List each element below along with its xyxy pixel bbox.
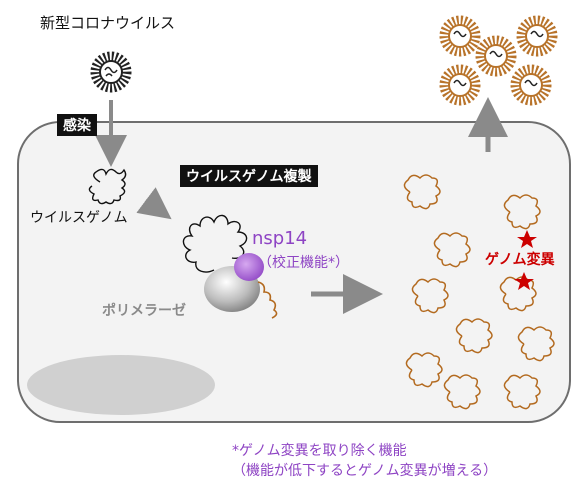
- viral-genome-label: ウイルスゲノム: [30, 210, 128, 226]
- viral-genome-squiggle: [88, 168, 127, 205]
- rna-copy: [503, 194, 541, 230]
- cell-nucleus: [27, 355, 215, 415]
- released-virus-icon: [516, 15, 558, 57]
- nsp14-label: nsp14: [252, 228, 308, 249]
- rna-copy: [411, 278, 449, 314]
- incoming-virus-icon: [90, 51, 132, 93]
- released-virus-icon: [439, 15, 481, 57]
- rna-copy: [517, 326, 555, 362]
- new-rna-strand: [257, 281, 278, 319]
- infection-label: 感染: [57, 114, 97, 136]
- mutation-star-icon: [517, 230, 537, 248]
- genome-to-polymerase-arrow: [136, 187, 172, 220]
- rna-copy: [433, 232, 471, 268]
- rna-copy: [503, 374, 541, 410]
- polymerase-label: ポリメラーゼ: [102, 303, 186, 319]
- replication-label: ウイルスゲノム複製: [180, 165, 318, 187]
- released-virus-icon: [510, 64, 552, 106]
- rna-copy: [405, 352, 443, 388]
- rna-copy: [455, 318, 493, 354]
- rna-copy: [443, 374, 481, 410]
- released-virus-icon: [439, 64, 481, 106]
- nsp14-enzyme: [234, 253, 264, 281]
- released-virus-icon: [475, 35, 517, 77]
- rna-copies: [403, 174, 555, 410]
- footnote-line-2: （機能が低下するとゲノム変異が増える）: [232, 463, 498, 479]
- proofreading-label: （校正機能*）: [258, 255, 349, 271]
- rna-copy: [499, 276, 537, 312]
- footnote-line-1: *ゲノム変異を取り除く機能: [232, 443, 407, 459]
- diagram-title: 新型コロナウイルス: [40, 14, 176, 32]
- replicating-genome: [182, 214, 248, 273]
- mutation-label: ゲノム変異: [485, 252, 555, 268]
- mutation-star-icon: [514, 272, 534, 290]
- rna-copy: [403, 174, 441, 210]
